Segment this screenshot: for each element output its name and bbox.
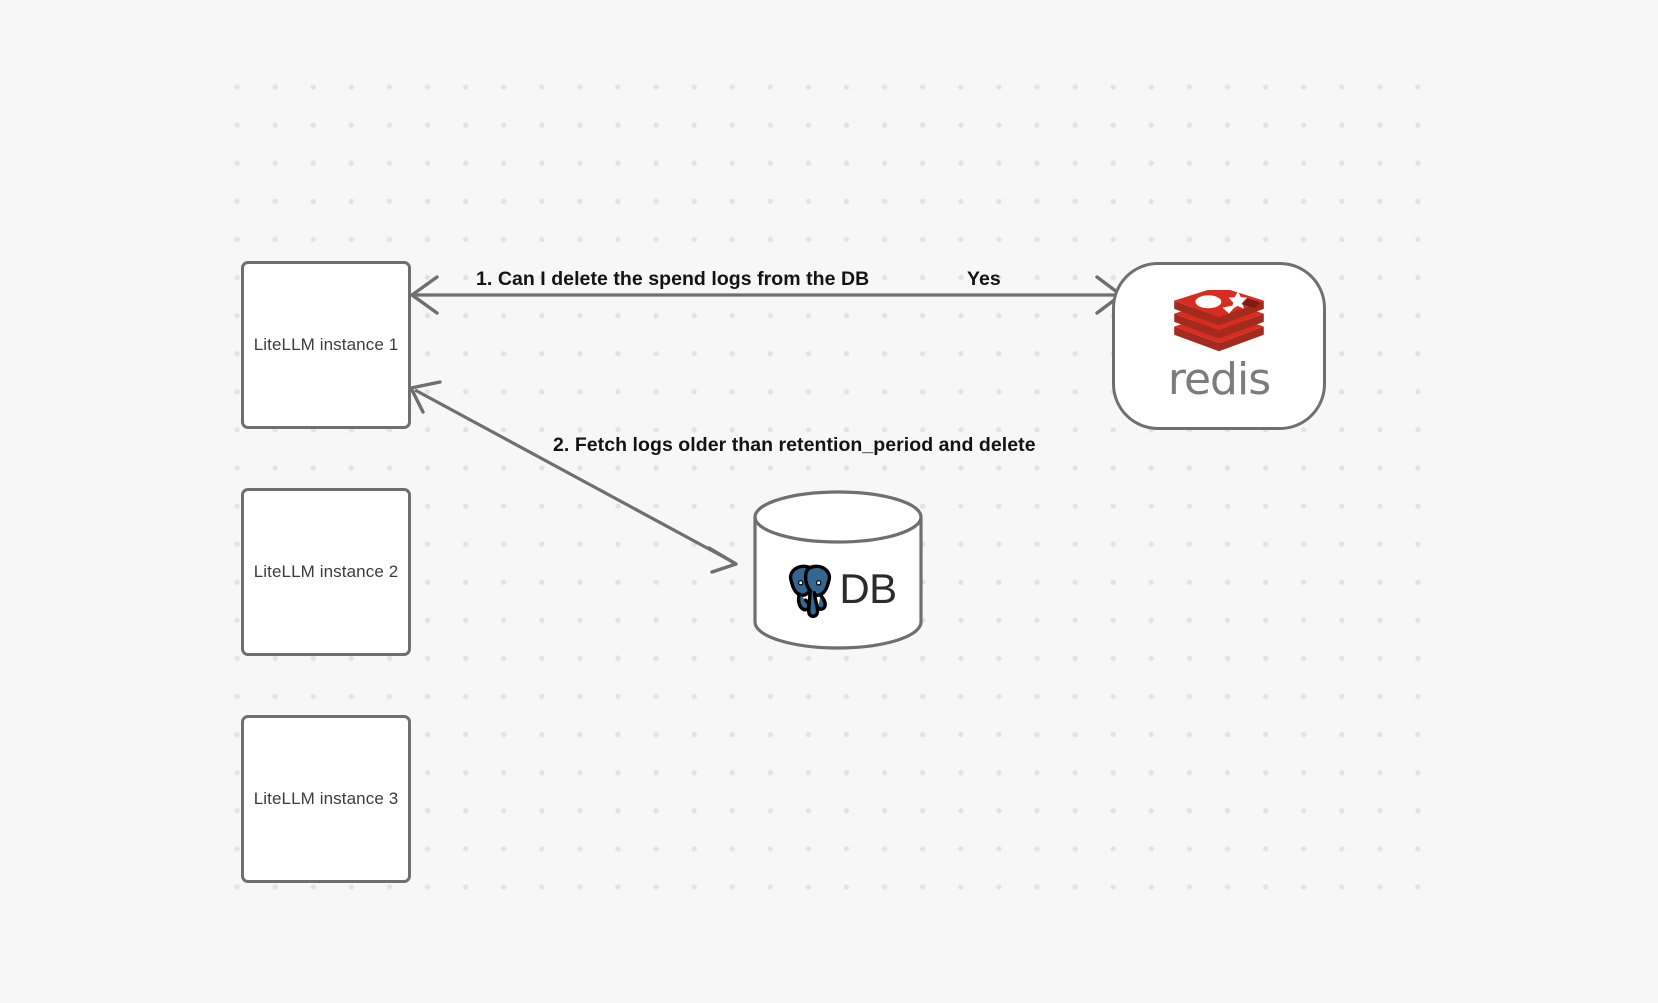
node-label: LiteLLM instance 3	[253, 789, 399, 808]
edge-db-to-instance-1	[409, 380, 738, 574]
edge-label-yes: Yes	[967, 268, 1001, 290]
arrowhead-upleft	[409, 380, 442, 414]
edge-label-step-2: 2. Fetch logs older than retention_perio…	[553, 434, 1036, 456]
node-label: LiteLLM instance 1	[253, 335, 399, 354]
node-database[interactable]: DB	[752, 489, 924, 650]
edge-label-step-1: 1. Can I delete the spend logs from the …	[476, 268, 870, 290]
node-label: LiteLLM instance 2	[253, 562, 399, 581]
node-redis[interactable]: redis	[1112, 262, 1326, 430]
arrowhead-downright	[707, 546, 738, 574]
node-litellm-instance-2[interactable]: LiteLLM instance 2	[241, 488, 411, 656]
postgresql-elephant-icon	[789, 564, 832, 619]
cylinder-shape-icon	[753, 490, 923, 650]
node-litellm-instance-1[interactable]: LiteLLM instance 1	[241, 261, 411, 429]
db-label: DB	[839, 565, 897, 612]
redis-logo-icon	[1174, 290, 1264, 352]
arrowhead-left	[410, 275, 439, 315]
redis-wordmark: redis	[1167, 354, 1271, 405]
node-litellm-instance-3[interactable]: LiteLLM instance 3	[241, 715, 411, 883]
